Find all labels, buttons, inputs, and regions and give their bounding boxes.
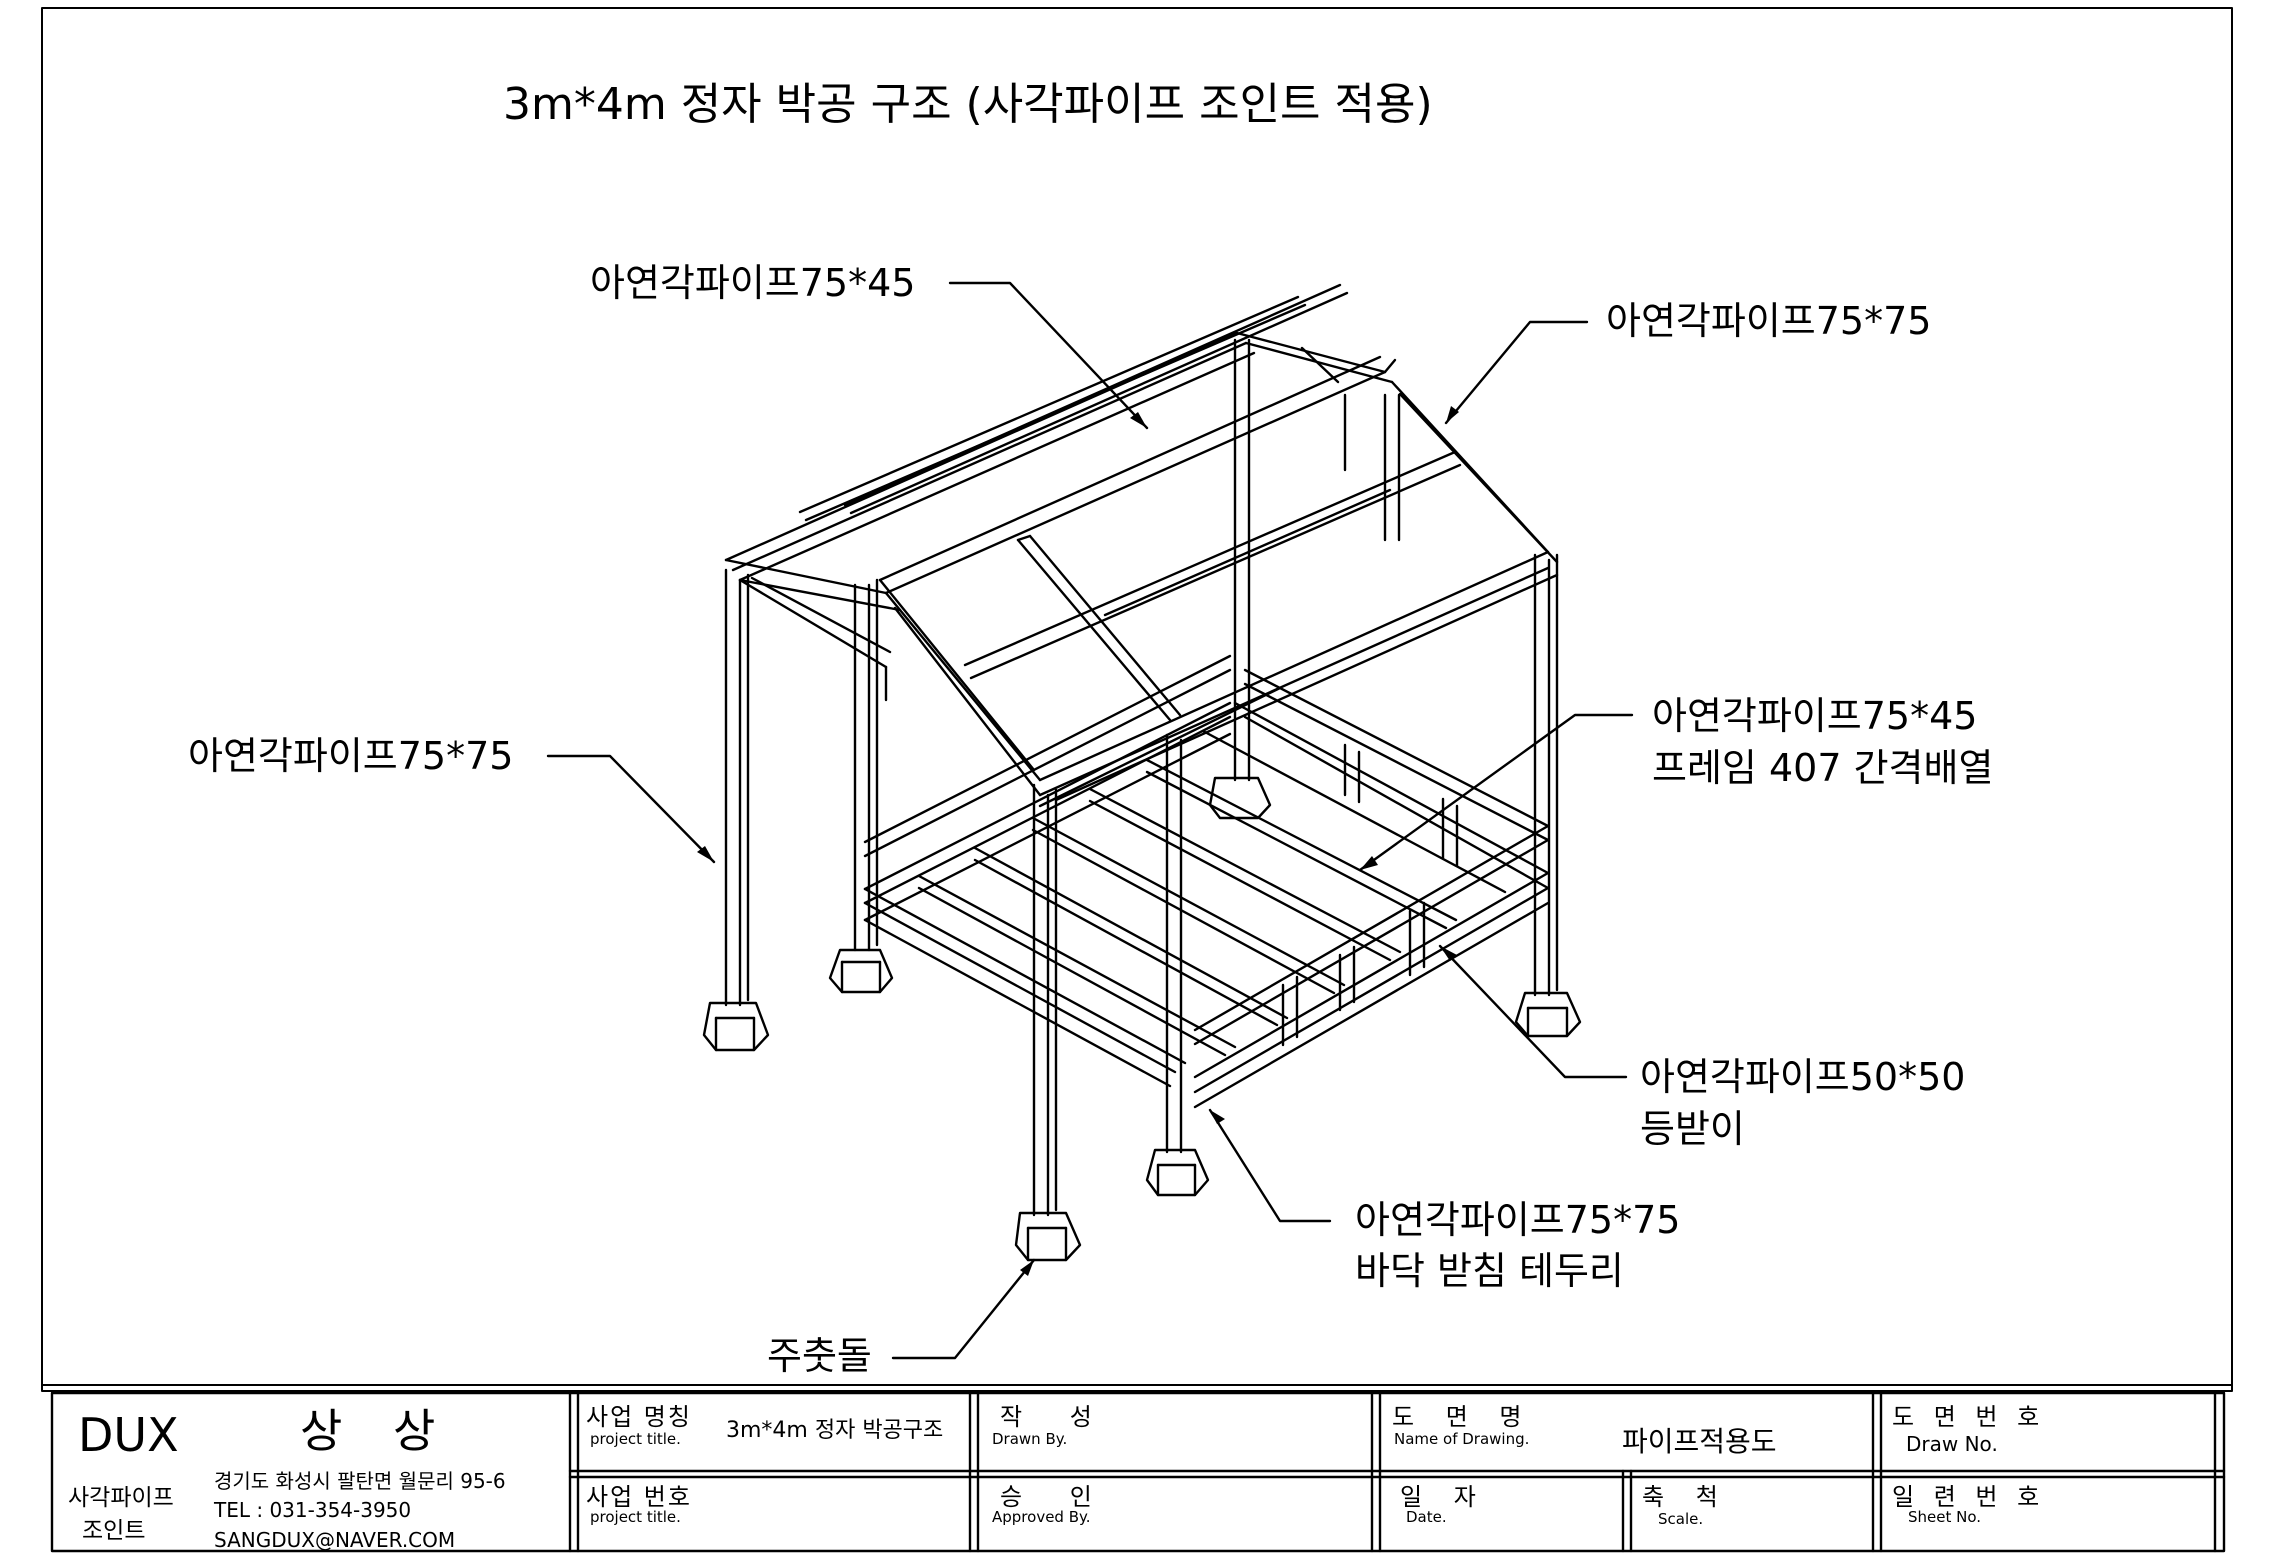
drawing-name-sub: Name of Drawing. xyxy=(1394,1430,1530,1448)
columns xyxy=(724,338,1559,1217)
footing-1 xyxy=(702,1001,770,1052)
drawing-title: 3m*4m 정자 박공 구조 (사각파이프 조인트 적용) xyxy=(503,79,1433,130)
company-name: 상 상 xyxy=(300,1404,454,1458)
footing-6 xyxy=(1208,776,1272,820)
drawn-by-sub: Drawn By. xyxy=(992,1430,1068,1448)
callout-floor-frame-pipe: 아연각파이프75*45 xyxy=(1652,694,1978,738)
sheet-border xyxy=(41,7,2233,1392)
project-no-sub: project title. xyxy=(590,1508,681,1526)
company-type-line2: 조인트 xyxy=(82,1518,146,1544)
draw-no-label: 도 면 번 호 xyxy=(1892,1403,2046,1431)
callout-floor-edge-pipe: 아연각파이프75*75 xyxy=(1355,1198,1681,1242)
callout-backrest-pipe: 아연각파이프50*50 xyxy=(1640,1055,1966,1099)
scale-sub: Scale. xyxy=(1658,1510,1704,1528)
company-type-line1: 사각파이프 xyxy=(68,1485,174,1511)
company-tel: TEL : 031-354-3950 xyxy=(214,1498,412,1522)
scale-label: 축 척 xyxy=(1642,1483,1730,1511)
date-label: 일 자 xyxy=(1400,1483,1488,1511)
footing-4 xyxy=(1145,1148,1210,1197)
callout-post: 아연각파이프75*75 xyxy=(188,734,514,778)
drawing-name-label: 도 면 명 xyxy=(1392,1403,1534,1431)
company-email: SANGDUX@NAVER.COM xyxy=(214,1528,456,1552)
project-name-label: 사업 명칭 xyxy=(586,1403,692,1431)
callout-roof-purlin: 아연각파이프75*45 xyxy=(590,261,916,305)
leader-lines xyxy=(546,281,1634,1360)
date-sub: Date. xyxy=(1406,1508,1447,1526)
drawing-name-value: 파이프적용도 xyxy=(1622,1425,1777,1458)
project-name-value: 3m*4m 정자 박공구조 xyxy=(726,1418,944,1443)
callout-roof-rafter: 아연각파이프75*75 xyxy=(1606,299,1932,343)
footing-2 xyxy=(828,948,894,994)
callout-backrest-name: 등받이 xyxy=(1640,1107,1745,1151)
footing-stones xyxy=(702,776,1582,1262)
callout-floor-edge-name: 바닥 받침 테두리 xyxy=(1355,1249,1624,1293)
title-block-grid xyxy=(50,1391,2226,1553)
drawn-by-label: 작 성 xyxy=(1000,1403,1112,1431)
floor-frame xyxy=(863,654,1550,1109)
project-no-label: 사업 번호 xyxy=(586,1483,692,1511)
company-address: 경기도 화성시 팔탄면 월문리 95-6 xyxy=(214,1469,506,1493)
draw-no-sub: Draw No. xyxy=(1906,1432,1998,1456)
arrowheads xyxy=(697,406,1459,1276)
callout-footing: 주춧돌 xyxy=(767,1334,872,1378)
roof-frame xyxy=(724,283,1559,802)
approved-by-label: 승 인 xyxy=(1000,1483,1112,1511)
brand-logo-text: DUX xyxy=(78,1408,179,1462)
project-name-sub: project title. xyxy=(590,1430,681,1448)
approved-by-sub: Approved By. xyxy=(992,1508,1091,1526)
sheet-no-sub: Sheet No. xyxy=(1908,1508,1982,1526)
callout-floor-frame-spacing: 프레임 407 간격배열 xyxy=(1652,746,1994,790)
sheet-no-label: 일 련 번 호 xyxy=(1892,1483,2046,1511)
footing-3 xyxy=(1014,1211,1082,1262)
footing-5 xyxy=(1514,991,1582,1038)
